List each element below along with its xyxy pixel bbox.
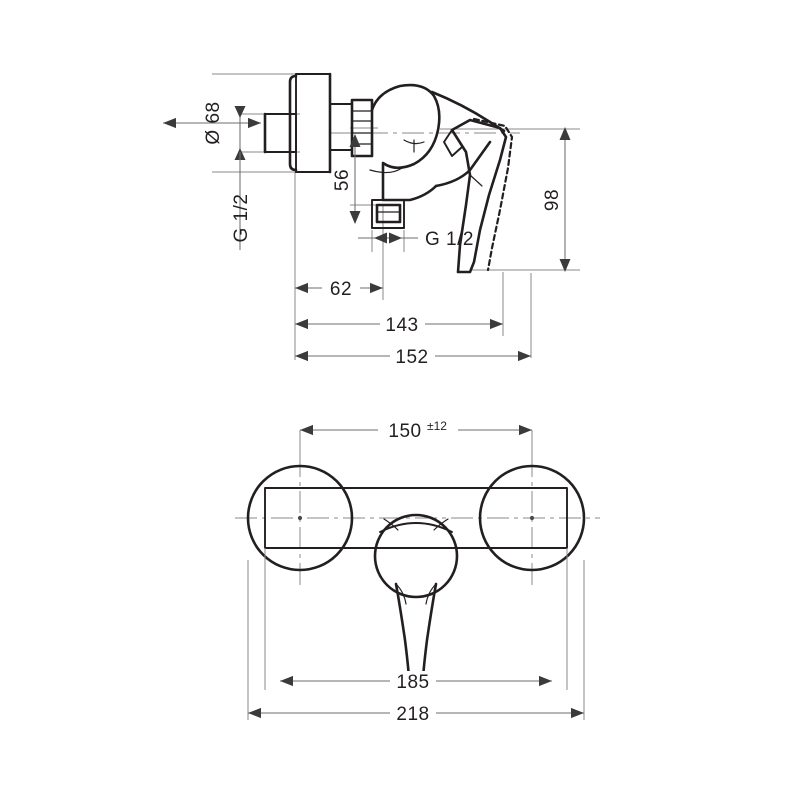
handle-hint-right xyxy=(433,518,449,531)
dimension-185: 185 xyxy=(280,671,552,693)
lever-neck-facet xyxy=(443,129,463,157)
dimension-dia-68: Ø 68 xyxy=(163,101,261,145)
left-escutcheon-center-dot xyxy=(297,515,303,521)
mixer-body-outline xyxy=(370,83,441,202)
dim-label-thread-g12-left: G 1/2 xyxy=(231,194,252,243)
dimension-98: 98 xyxy=(542,127,571,272)
dim-label-62: 62 xyxy=(330,279,352,300)
dimension-thread-g12-left: G 1/2 xyxy=(231,106,252,250)
dimension-218: 218 xyxy=(248,703,584,725)
lever-handle-outline xyxy=(450,118,508,274)
front-view-extension-lines xyxy=(247,430,585,720)
connector-collar xyxy=(329,98,374,158)
dim-label-56: 56 xyxy=(332,169,353,191)
dim-label-185: 185 xyxy=(396,672,429,693)
dim-label-150-tolerance: ±12 xyxy=(427,419,447,433)
dimension-143: 143 xyxy=(295,314,503,336)
handle-knob-upper-arc xyxy=(379,522,453,533)
dimension-152: 152 xyxy=(295,346,531,368)
dimension-56: 56 xyxy=(332,134,361,224)
lever-crease xyxy=(469,174,483,187)
escutcheon-left-cap xyxy=(288,74,298,172)
wall-union-nipple xyxy=(264,113,297,153)
dim-label-152: 152 xyxy=(395,347,428,368)
front-lever-right-crease xyxy=(425,583,437,605)
dim-label-218: 218 xyxy=(396,704,429,725)
dimension-62: 62 xyxy=(295,278,383,300)
side-view-group: Ø 68 G 1/2 56 G 1/2 xyxy=(163,72,580,368)
dimension-150: 150 ±12 xyxy=(300,419,532,442)
handle-hint-left xyxy=(383,518,399,531)
dim-label-150: 150 xyxy=(388,421,421,442)
handle-knob-circle xyxy=(373,513,459,599)
front-view-group: 150 ±12 185 218 xyxy=(235,419,600,725)
dim-label-thread-g12-bottom: G 1/2 xyxy=(425,229,474,250)
dim-label-143: 143 xyxy=(385,315,418,336)
dim-label-dia-68: Ø 68 xyxy=(203,101,224,144)
right-escutcheon-circle xyxy=(478,464,586,572)
left-escutcheon-circle xyxy=(246,464,354,572)
dim-label-98: 98 xyxy=(542,189,563,211)
lever-handle-hidden-edge xyxy=(472,117,514,272)
front-lever-left-crease xyxy=(395,583,407,605)
cartridge-arc-3 xyxy=(369,167,403,174)
dimension-thread-g12-bottom: G 1/2 xyxy=(358,229,474,252)
escutcheon-outline xyxy=(295,73,331,173)
shower-outlet-boss xyxy=(371,199,405,229)
right-escutcheon-center-dot xyxy=(529,515,535,521)
